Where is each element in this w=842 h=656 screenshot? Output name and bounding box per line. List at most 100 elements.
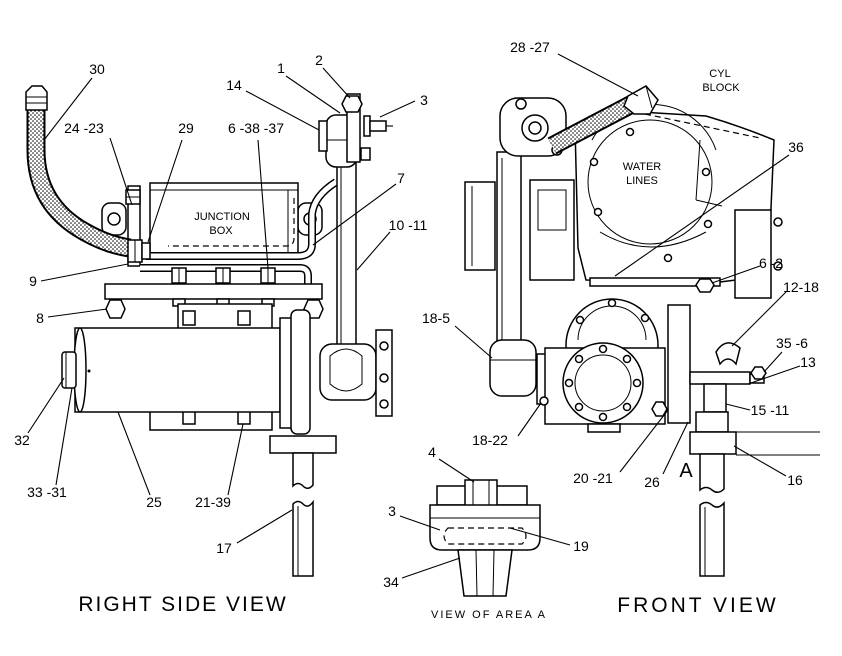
leader-line — [747, 365, 801, 385]
leader-line — [711, 265, 761, 284]
leader-line — [27, 377, 65, 434]
callout-label: 28 -27 — [510, 39, 550, 55]
callout-label: 18-22 — [472, 432, 508, 448]
callout-label: 13 — [800, 354, 816, 370]
water-pump — [536, 342, 668, 433]
leader-line — [731, 291, 787, 347]
leader-line — [733, 445, 787, 477]
lower-elbow-front — [489, 339, 537, 397]
leader-line — [454, 325, 493, 359]
mounting-base — [589, 277, 721, 293]
cyl-block-label-line2: BLOCK — [702, 82, 740, 94]
hose-fitting — [127, 239, 151, 263]
callout-label: 6 -38 -37 — [228, 120, 284, 136]
leader-line — [763, 351, 783, 373]
leader-line — [227, 423, 244, 496]
callouts-right: 30 24 -23 29 6 -38 -37 1 2 3 14 7 10 -11… — [14, 52, 428, 556]
leader-line — [55, 387, 73, 486]
leader-lines-front — [454, 53, 801, 477]
mounting-plate — [104, 267, 324, 319]
view-title-right-side: RIGHT SIDE VIEW — [78, 593, 287, 616]
water-lines-label-line1: WATER — [623, 161, 662, 173]
upper-elbow — [499, 97, 567, 157]
leader-line — [614, 154, 790, 277]
callout-label: 8 — [36, 310, 44, 326]
leader-line — [725, 403, 751, 411]
callout-label: 17 — [216, 540, 232, 556]
callout-label: 3 — [420, 92, 428, 108]
callout-label: 36 — [788, 139, 804, 155]
callout-label: 25 — [146, 494, 162, 510]
leader-line — [379, 100, 416, 118]
drive-shaft — [269, 435, 337, 577]
callouts-area-a: 4 3 19 34 — [383, 444, 589, 590]
pipe-assembly — [140, 178, 339, 284]
callouts-front: 28 -27 36 6 -2 12-18 18-5 35 -6 13 15 -1… — [422, 39, 819, 490]
leader-line — [236, 509, 293, 544]
front-view: WATER LINES CYL BLOCK — [422, 39, 820, 617]
leader-line — [619, 409, 669, 473]
callout-label: 19 — [573, 538, 589, 554]
view-title-front: FRONT VIEW — [617, 594, 778, 617]
leader-line — [245, 90, 320, 131]
leader-line — [399, 515, 441, 531]
leader-line — [438, 458, 475, 483]
callout-label: 9 — [29, 273, 37, 289]
leader-line — [285, 75, 341, 114]
pump-bracket — [667, 209, 783, 424]
right-side-view: JUNCTION BOX — [14, 52, 428, 616]
callout-label: 15 -11 — [751, 402, 790, 418]
vertical-pipe — [496, 151, 522, 349]
leader-line — [557, 53, 639, 97]
junction-box-label-line2: BOX — [209, 225, 233, 237]
junction-box-label-line1: JUNCTION — [194, 211, 250, 223]
callout-label: 34 — [383, 574, 399, 590]
leader-lines-right — [27, 67, 416, 544]
leader-line — [47, 308, 108, 318]
vertical-tube — [318, 93, 393, 349]
leader-line — [117, 411, 151, 496]
area-a-assembly — [429, 479, 541, 597]
callout-label: 18-5 — [422, 310, 450, 326]
area-marker: A — [679, 460, 693, 482]
leader-line — [517, 402, 542, 437]
leader-line — [356, 231, 391, 271]
area-a-view: 4 3 19 34 VIEW OF AREA A — [383, 444, 589, 621]
callout-label: 2 — [315, 52, 323, 68]
lower-elbow — [319, 329, 393, 417]
leader-line — [147, 139, 183, 243]
lower-flange — [689, 431, 820, 577]
leader-line — [40, 263, 129, 282]
callout-label: 24 -23 — [64, 120, 104, 136]
leader-line — [43, 77, 93, 141]
leader-line — [257, 139, 269, 269]
callout-label: 1 — [277, 60, 285, 76]
callout-label: 10 -11 — [389, 217, 428, 233]
callout-label: 21-39 — [195, 494, 231, 510]
leader-line — [322, 67, 351, 99]
water-lines-label-line2: LINES — [626, 175, 658, 187]
clamp-assembly — [689, 342, 767, 433]
starter-motor — [61, 303, 311, 435]
callout-label: 16 — [787, 472, 803, 488]
callout-label: 26 — [644, 474, 660, 490]
callout-label: 30 — [89, 61, 105, 77]
callout-label: 35 -6 — [776, 335, 808, 351]
callout-label: 7 — [397, 170, 405, 186]
hose-front — [547, 85, 659, 155]
leader-line — [662, 421, 689, 475]
hose — [25, 85, 132, 258]
view-title-area-a: VIEW OF AREA A — [431, 609, 547, 621]
side-housing — [464, 179, 575, 281]
leader-line — [312, 183, 397, 246]
callout-label: 3 — [388, 503, 396, 519]
leader-line — [401, 557, 461, 579]
leader-line — [109, 137, 133, 206]
callout-label: 14 — [226, 77, 242, 93]
callout-label: 29 — [178, 120, 194, 136]
leader-line — [509, 527, 571, 546]
callout-label: 32 — [14, 432, 30, 448]
callout-label: 6 -2 — [759, 255, 783, 271]
callout-label: 20 -21 — [573, 470, 613, 486]
